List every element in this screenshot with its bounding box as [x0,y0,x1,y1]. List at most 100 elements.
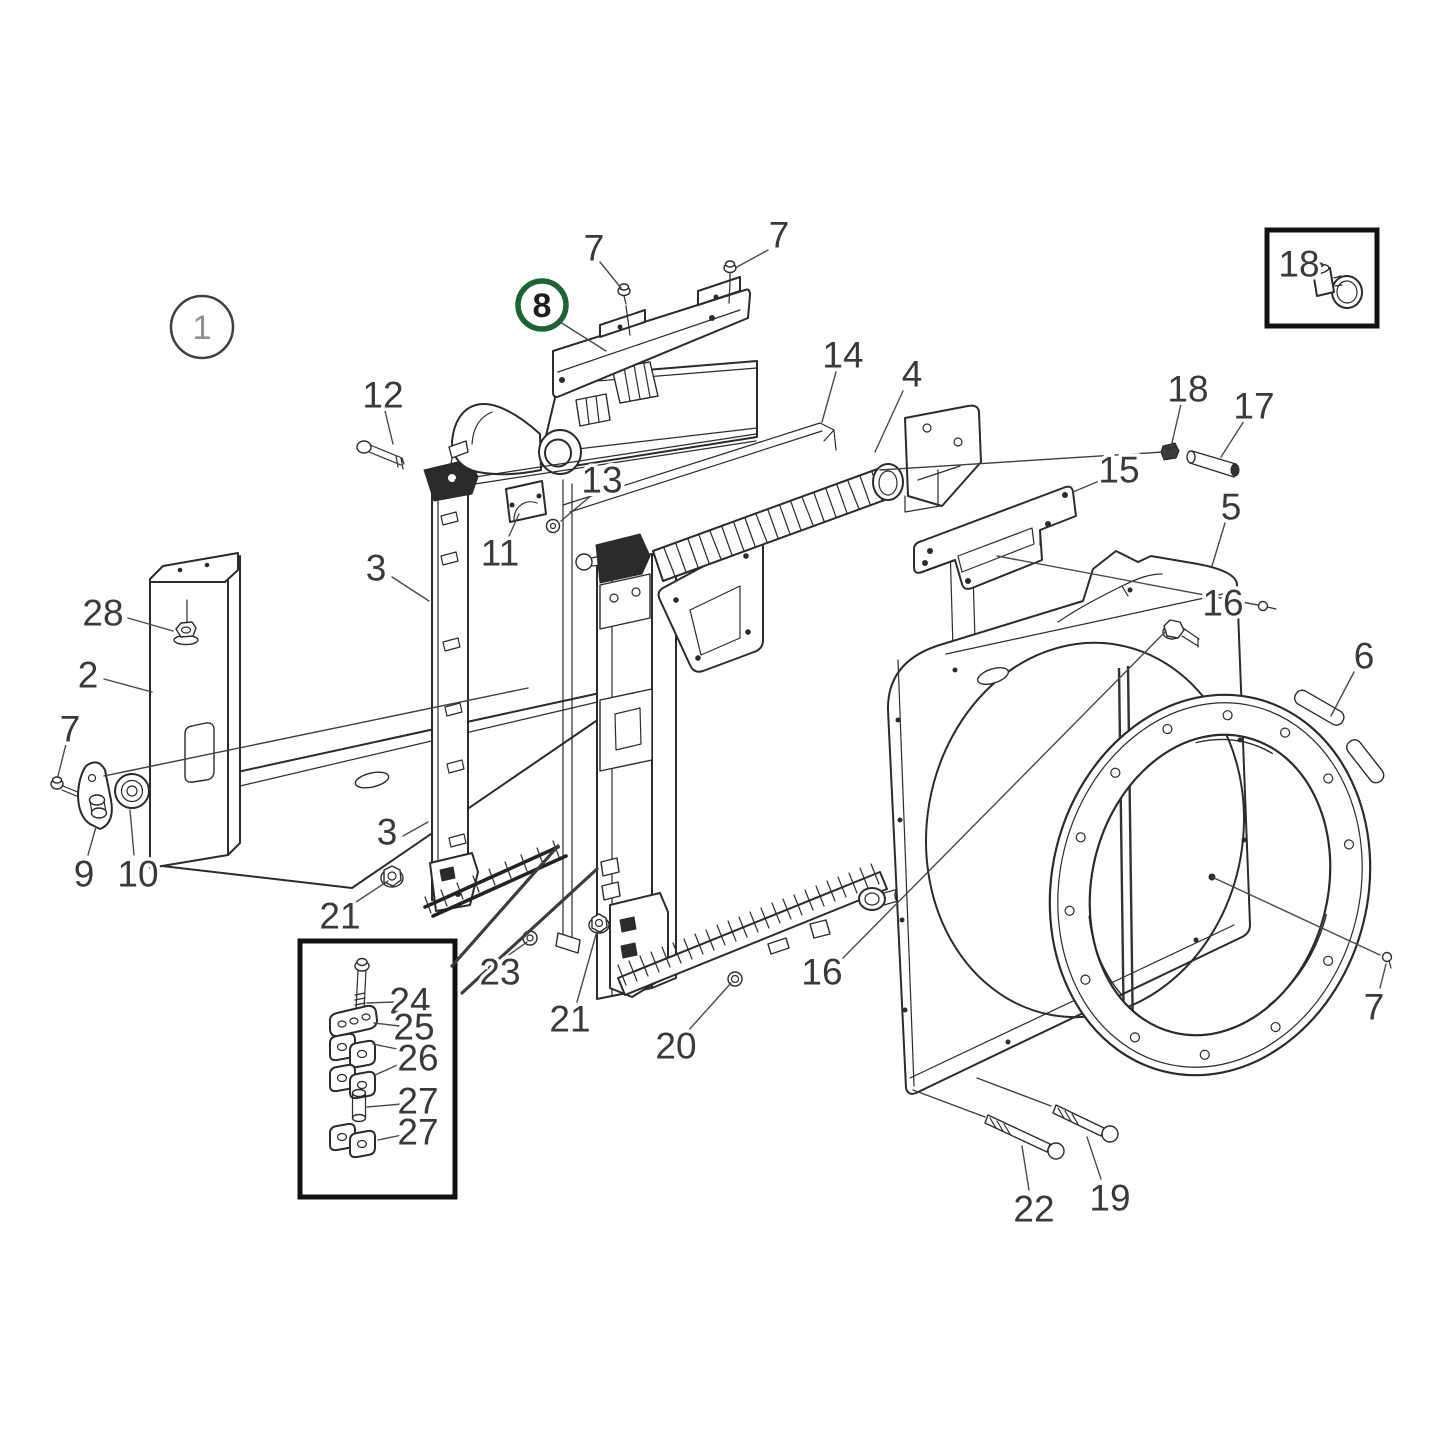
callout-label: 25 [393,1007,434,1048]
part-18-clamp-nut [1160,442,1180,461]
callout-label: 27 [397,1081,438,1122]
leader-line [372,1043,403,1051]
callout-label: 16 [1202,583,1243,624]
part-26-clamp-lower [329,1063,376,1100]
part-3-radiator-core [423,360,758,918]
inset-clamp-detail [1264,227,1380,329]
callout-label: 18 [1278,244,1319,285]
leader-line [560,493,594,522]
leader-line [402,821,429,837]
leader-line [366,1001,396,1004]
leader-line [373,1022,400,1027]
callout-label: 14 [822,335,863,376]
leader-line [505,941,528,958]
reference-circle [169,294,235,360]
leader-line [1379,963,1387,989]
leader-line [391,576,430,602]
leader-line [127,617,174,632]
leader-line [103,678,153,693]
leader-line [1086,1136,1102,1180]
callout-label: 28 [82,593,123,634]
callout-label: 19 [1089,1178,1130,1219]
part-9-plate [77,761,113,830]
part-7-bolt-lower-left [50,776,81,798]
callout-label: 21 [319,896,360,937]
part-21-nut-right [588,913,610,934]
callout-label: 7 [769,215,790,256]
part-15-bracket [913,485,1077,590]
leader-line [377,1134,403,1141]
leader-line [821,371,837,423]
callout-label: 3 [377,812,398,853]
callout-label: 12 [362,375,403,416]
callout-label: 20 [655,1026,696,1067]
leader-line [1211,876,1381,956]
part-14-frame [555,422,837,954]
guide-line [879,451,1164,471]
leader-line [736,249,769,268]
callout-label: 10 [117,854,158,895]
callout-label: 6 [1354,636,1375,677]
callout-label: 15 [1098,450,1139,491]
part-2-support-bracket [149,552,619,889]
leader-line [57,743,67,777]
guide-line [103,687,529,777]
part-22-bolt [984,1114,1065,1160]
callout-label: 24 [389,981,430,1022]
part-20-washer [727,971,743,987]
leader-line [374,1062,403,1076]
guide-line [450,844,560,968]
part-26-clamp-upper [329,1032,376,1069]
part-10-grommet [114,773,150,809]
leader-line [599,261,622,289]
part-7-bolt-bottom-right [1381,951,1393,969]
part-7-bolt-top-left [617,283,631,336]
callout-label: 7 [60,709,81,750]
callout-label: 21 [549,999,590,1040]
callout-label: 13 [581,460,622,501]
leader-line [874,390,904,453]
part-28-nut [173,621,199,646]
callout-label: 4 [902,354,923,395]
part-17-pin [1186,450,1240,478]
part-19-bolt [1052,1104,1119,1143]
guide-lines [103,451,1164,1118]
callout-label: 7 [584,228,605,269]
leader-line [129,809,135,856]
part-25-plate [328,1004,378,1038]
guide-line [912,1089,986,1118]
callout-label: 2 [78,655,99,696]
leader-line [576,930,598,1003]
highlight-circle [515,278,569,332]
callout-label: 11 [481,533,519,574]
callout-label: 27 [397,1112,438,1153]
callout-label: 16 [801,952,842,993]
part-16-radiator-main [575,404,982,1000]
callout-label: 3 [366,548,387,589]
callout-label: 1 [193,309,212,347]
leader-line [1220,420,1245,458]
leader-line [384,410,394,445]
part-7-bolt-top-right [723,260,737,304]
part-16-bolt [1162,619,1200,648]
leader-line [87,826,97,856]
leader-line [996,555,1259,606]
callout-label: 23 [479,952,520,993]
leader-line [508,513,520,537]
part-24-bolt [354,957,370,1012]
callout-label: 22 [1013,1189,1054,1230]
callout-label: 8 [533,287,552,325]
leader-line [842,630,1167,959]
part-27-clamp [329,1122,376,1159]
part-8-upper-bracket [552,276,751,398]
guide-line [976,1077,1052,1107]
leader-line [1072,478,1105,493]
part-11-clip [505,480,547,523]
leader-line [1021,1145,1030,1191]
leader-line [1170,403,1182,448]
leader-line [1211,522,1226,567]
callout-label: 17 [1233,386,1274,427]
